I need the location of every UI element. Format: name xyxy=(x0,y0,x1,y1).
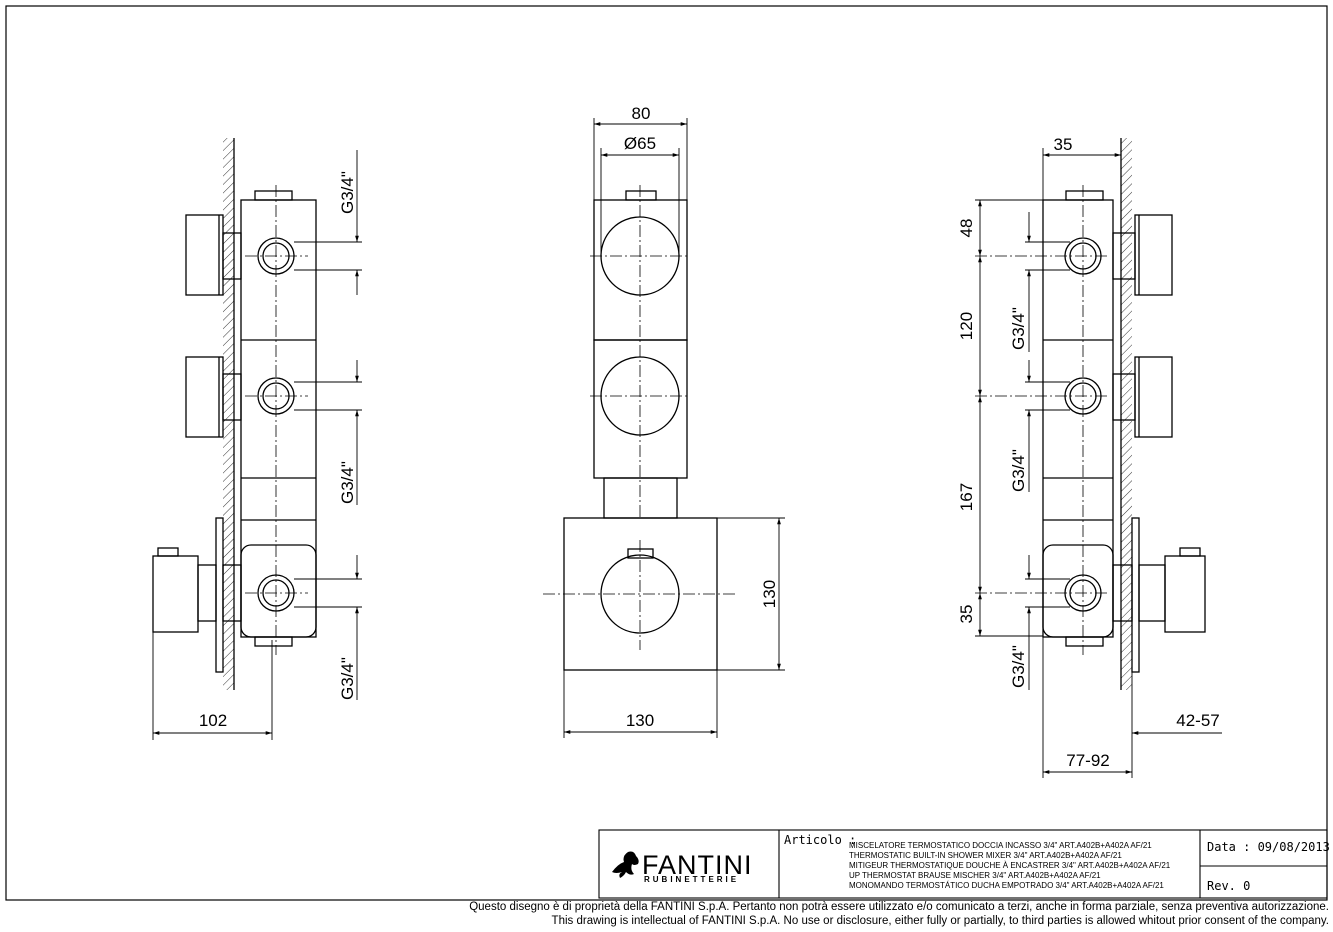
left-thread-mid-label: G3/4" xyxy=(338,461,357,504)
wall-range-label: 42-57 xyxy=(1176,711,1219,730)
brand-logo: FANTINI RUBINETTERIE xyxy=(612,850,753,884)
right-spacing-120-label: 120 xyxy=(957,312,976,340)
left-side-view xyxy=(152,138,317,690)
front-width-label: 80 xyxy=(632,104,651,123)
front-view xyxy=(563,190,718,671)
front-centerlines xyxy=(543,185,738,650)
right-thread-1-label: G3/4" xyxy=(1009,307,1028,350)
desc-line-2: THERMOSTATIC BUILT-IN SHOWER MIXER 3/4" … xyxy=(849,851,1122,860)
horse-logo-icon xyxy=(612,851,639,878)
right-centerlines xyxy=(975,185,1110,655)
revision-field: Rev. 0 xyxy=(1207,879,1250,893)
total-range-label: 77-92 xyxy=(1066,751,1109,770)
left-thread-top-label: G3/4" xyxy=(338,171,357,214)
title-block xyxy=(598,829,1328,899)
front-dimension-lines xyxy=(563,118,785,738)
right-top-depth-label: 35 xyxy=(1054,135,1073,154)
articolo-label: Articolo : xyxy=(784,833,856,847)
right-spacing-35-label: 35 xyxy=(957,605,976,624)
right-wall-hatch xyxy=(1121,138,1132,690)
plate-height-label: 130 xyxy=(760,580,779,608)
left-thread-bottom-label: G3/4" xyxy=(338,657,357,700)
desc-line-5: MONOMANDO TERMOSTÁTICO DUCHA EMPOTRADO 3… xyxy=(849,881,1164,890)
plate-width-label: 130 xyxy=(626,711,654,730)
front-diameter-label: Ø65 xyxy=(624,134,656,153)
desc-line-1: MISCELATORE TERMOSTATICO DOCCIA INCASSO … xyxy=(849,841,1152,850)
right-dimension-lines xyxy=(975,148,1222,778)
right-spacing-48-label: 48 xyxy=(957,219,976,238)
brand-name: FANTINI xyxy=(642,850,753,880)
left-dimension-lines xyxy=(152,150,362,740)
date-field: Data : 09/08/2013 xyxy=(1207,840,1330,854)
footer-italian-notice: Questo disegno è di proprietà della FANT… xyxy=(469,901,1329,913)
drawing-frame xyxy=(5,5,1328,901)
right-thread-3-label: G3/4" xyxy=(1009,645,1028,688)
left-wall-hatch xyxy=(223,138,234,690)
desc-line-3: MITIGEUR THERMOSTATIQUE DOUCHE À ENCASTR… xyxy=(849,861,1171,870)
footer-english-notice: This drawing is intellectual of FANTINI … xyxy=(551,915,1329,927)
left-width-label: 102 xyxy=(199,711,227,730)
desc-line-4: UP THERMOSTAT BRAUSE MISCHER 3/4" ART.A4… xyxy=(849,871,1101,880)
right-spacing-167-label: 167 xyxy=(957,483,976,511)
brand-subtitle: RUBINETTERIE xyxy=(644,875,739,884)
left-centerlines xyxy=(245,185,308,655)
right-thread-2-label: G3/4" xyxy=(1009,449,1028,492)
